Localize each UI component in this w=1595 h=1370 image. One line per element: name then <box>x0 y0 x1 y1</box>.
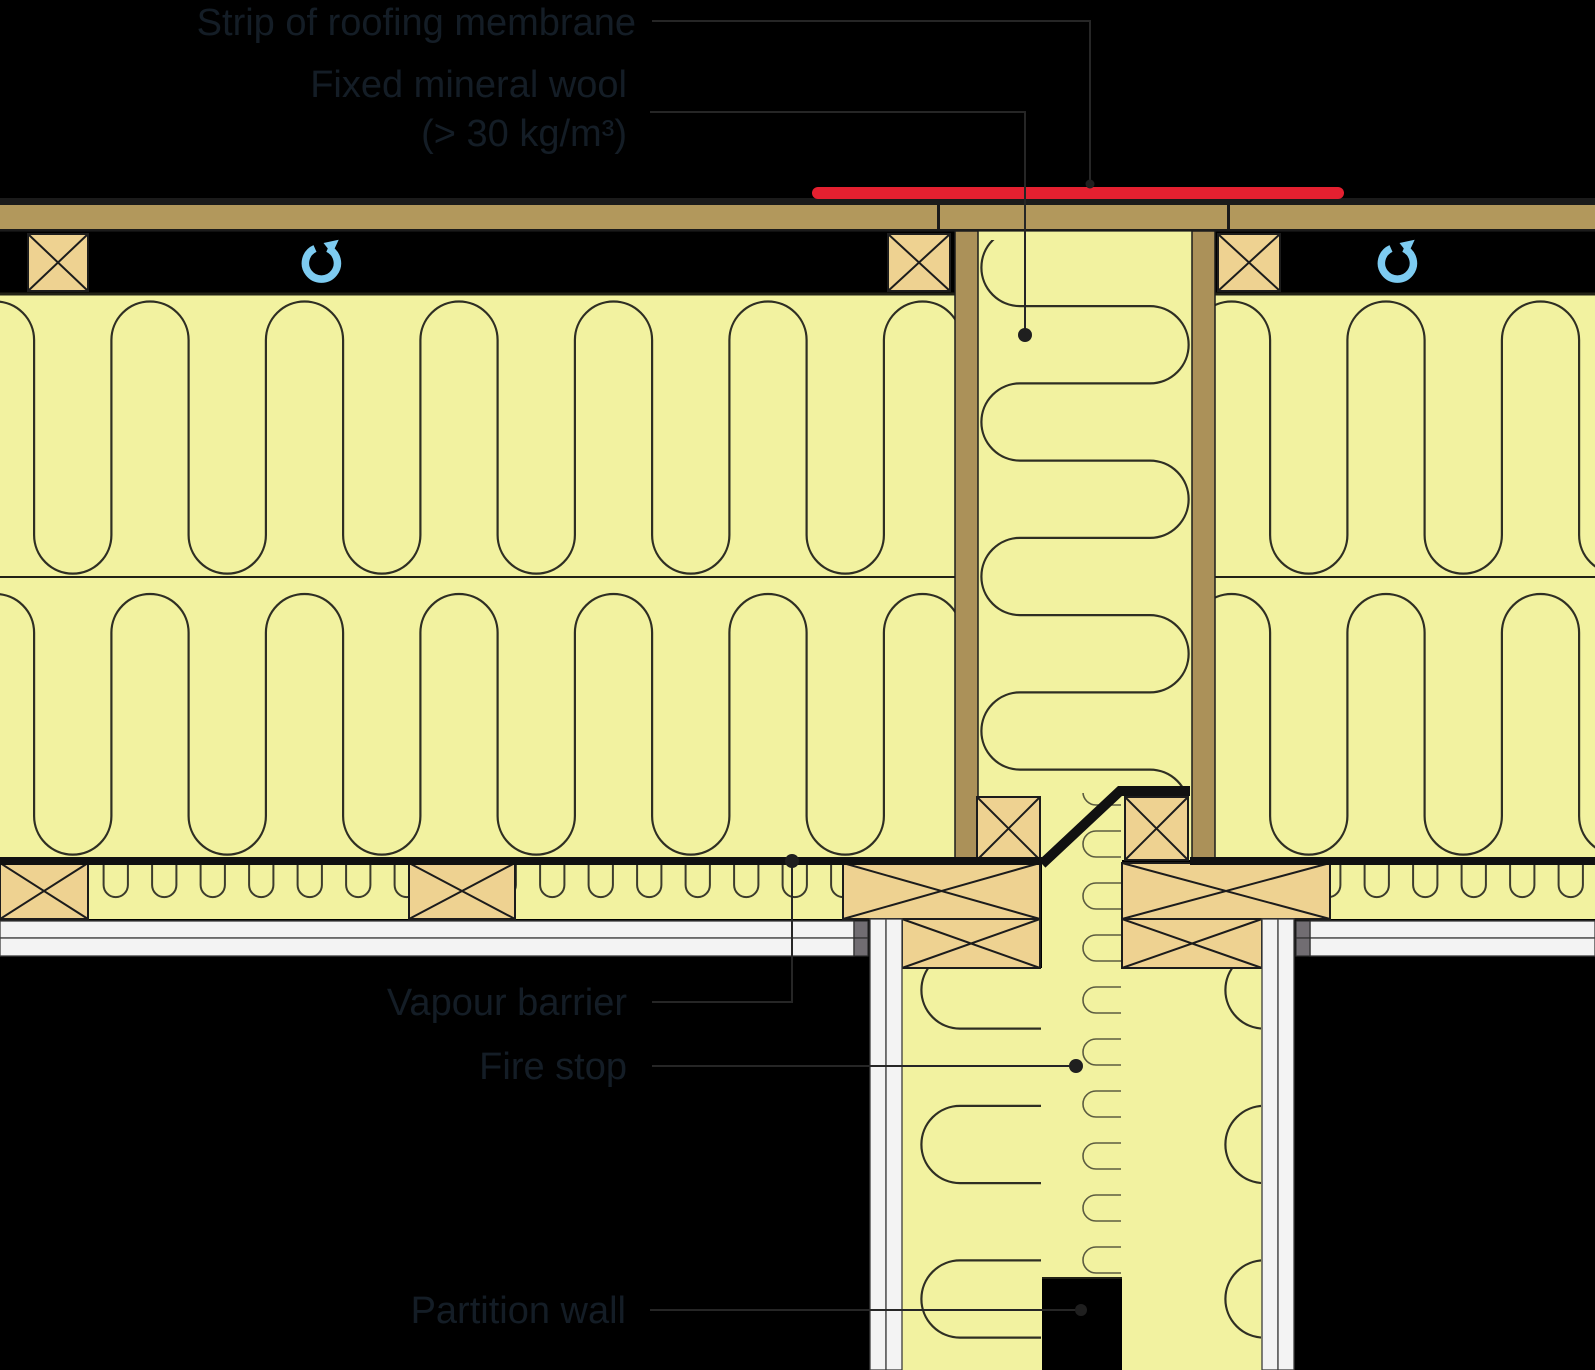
ceiling-battens <box>0 862 1331 920</box>
label-partition-wall: Partition wall <box>410 1290 626 1332</box>
roofing-membrane-layer <box>0 198 1595 205</box>
ceiling-plasterboards <box>0 920 1595 957</box>
roof-deck-board <box>0 205 1595 229</box>
vapour-barrier-line <box>0 786 1595 868</box>
label-fixed-mineral-wool: Fixed mineral wool (> 30 kg/m³) <box>310 61 627 159</box>
partition-head-battens <box>976 796 1189 861</box>
head-batten <box>1124 796 1189 861</box>
ceiling-batten <box>842 862 1041 920</box>
ceiling-batten <box>1121 862 1331 920</box>
counter-batten <box>1217 233 1281 292</box>
plasterboard-edge-blocks <box>853 920 1311 957</box>
top-plate <box>901 918 1041 969</box>
label-fixed-mineral-wool-line1: Fixed mineral wool <box>310 64 627 106</box>
label-roof-membrane-strip: Strip of roofing membrane <box>196 2 636 44</box>
leader-roof-membrane-strip <box>652 20 1091 181</box>
stud-left <box>954 230 979 862</box>
roof-deck <box>0 198 1595 232</box>
partition-plasterboards <box>869 918 1295 1370</box>
stud-right <box>1191 230 1216 862</box>
leader-fixed-mineral-wool <box>650 111 1026 329</box>
leader-lines <box>650 20 1091 1311</box>
leader-vapour-barrier <box>652 866 793 1003</box>
label-fire-stop: Fire stop <box>479 1046 627 1088</box>
partition-top-plates <box>901 918 1263 969</box>
head-batten <box>976 796 1041 861</box>
roofing-membrane-strip <box>812 187 1344 199</box>
label-fixed-mineral-wool-line2: (> 30 kg/m³) <box>421 113 627 155</box>
counter-batten <box>27 233 89 292</box>
air-gap-counter-battens <box>27 233 1281 292</box>
label-vapour-barrier: Vapour barrier <box>386 982 627 1024</box>
ceiling-batten <box>0 862 89 920</box>
leader-dots <box>785 179 1095 1316</box>
top-plate <box>1121 918 1263 969</box>
counter-batten <box>887 233 951 292</box>
ceiling-batten <box>408 862 516 920</box>
insulation-serpentine-hatch <box>0 240 1595 1370</box>
insulation-outlines <box>0 292 1595 1279</box>
